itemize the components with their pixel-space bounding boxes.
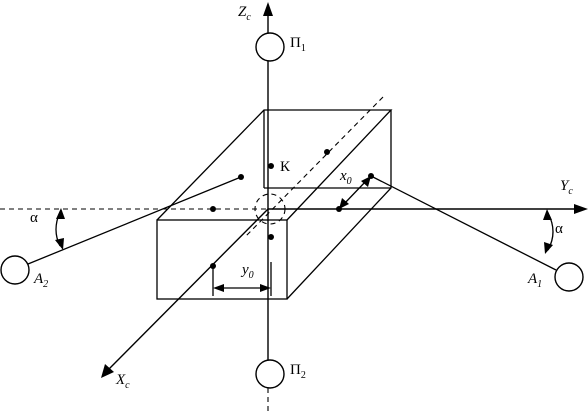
box-front-face (156, 219, 288, 300)
angle-left-mark (55, 208, 65, 250)
box-top-face (156, 109, 393, 221)
point-left-axis (210, 206, 216, 212)
angle-right-label: α (555, 221, 563, 237)
z-axis-label: Zc (238, 4, 251, 23)
y0-label: y0 (240, 262, 254, 281)
x0-dimension (339, 176, 371, 209)
y-axis-arrowhead (574, 204, 588, 214)
angle-right-mark (543, 209, 554, 254)
sensor-top-label: П1 (290, 35, 306, 54)
sensor-bottom-label: П2 (290, 362, 306, 381)
sensor-a1-line (370, 175, 557, 271)
angle-left-label: α (30, 210, 38, 226)
point-top-right (324, 149, 330, 155)
y-axis-label: Yc (560, 178, 573, 197)
y0-dimension (212, 262, 272, 296)
sensor-top-circle (255, 32, 285, 62)
point-front-lower (268, 234, 274, 240)
z-axis-arrowhead (263, 2, 273, 16)
sensor-left-circle (0, 255, 30, 285)
x-axis-dashed (245, 96, 384, 237)
origin-dashed-circle (254, 193, 286, 225)
sensor-bottom-circle (255, 359, 285, 389)
x-axis-line (107, 208, 269, 371)
point-k-label: К (280, 159, 291, 175)
point-a2-target (238, 174, 244, 180)
sensor-right-label: A1 (527, 271, 542, 290)
point-k (268, 163, 274, 169)
sensor-left-label: A2 (33, 271, 48, 290)
box (156, 109, 393, 300)
sensor-a2-line (27, 176, 242, 265)
x-axis-label: Xc (115, 372, 130, 391)
x-axis-arrowhead (101, 364, 114, 378)
box-right-face (286, 110, 392, 300)
x0-label: x0 (339, 168, 352, 187)
sensor-right-circle (554, 262, 584, 292)
